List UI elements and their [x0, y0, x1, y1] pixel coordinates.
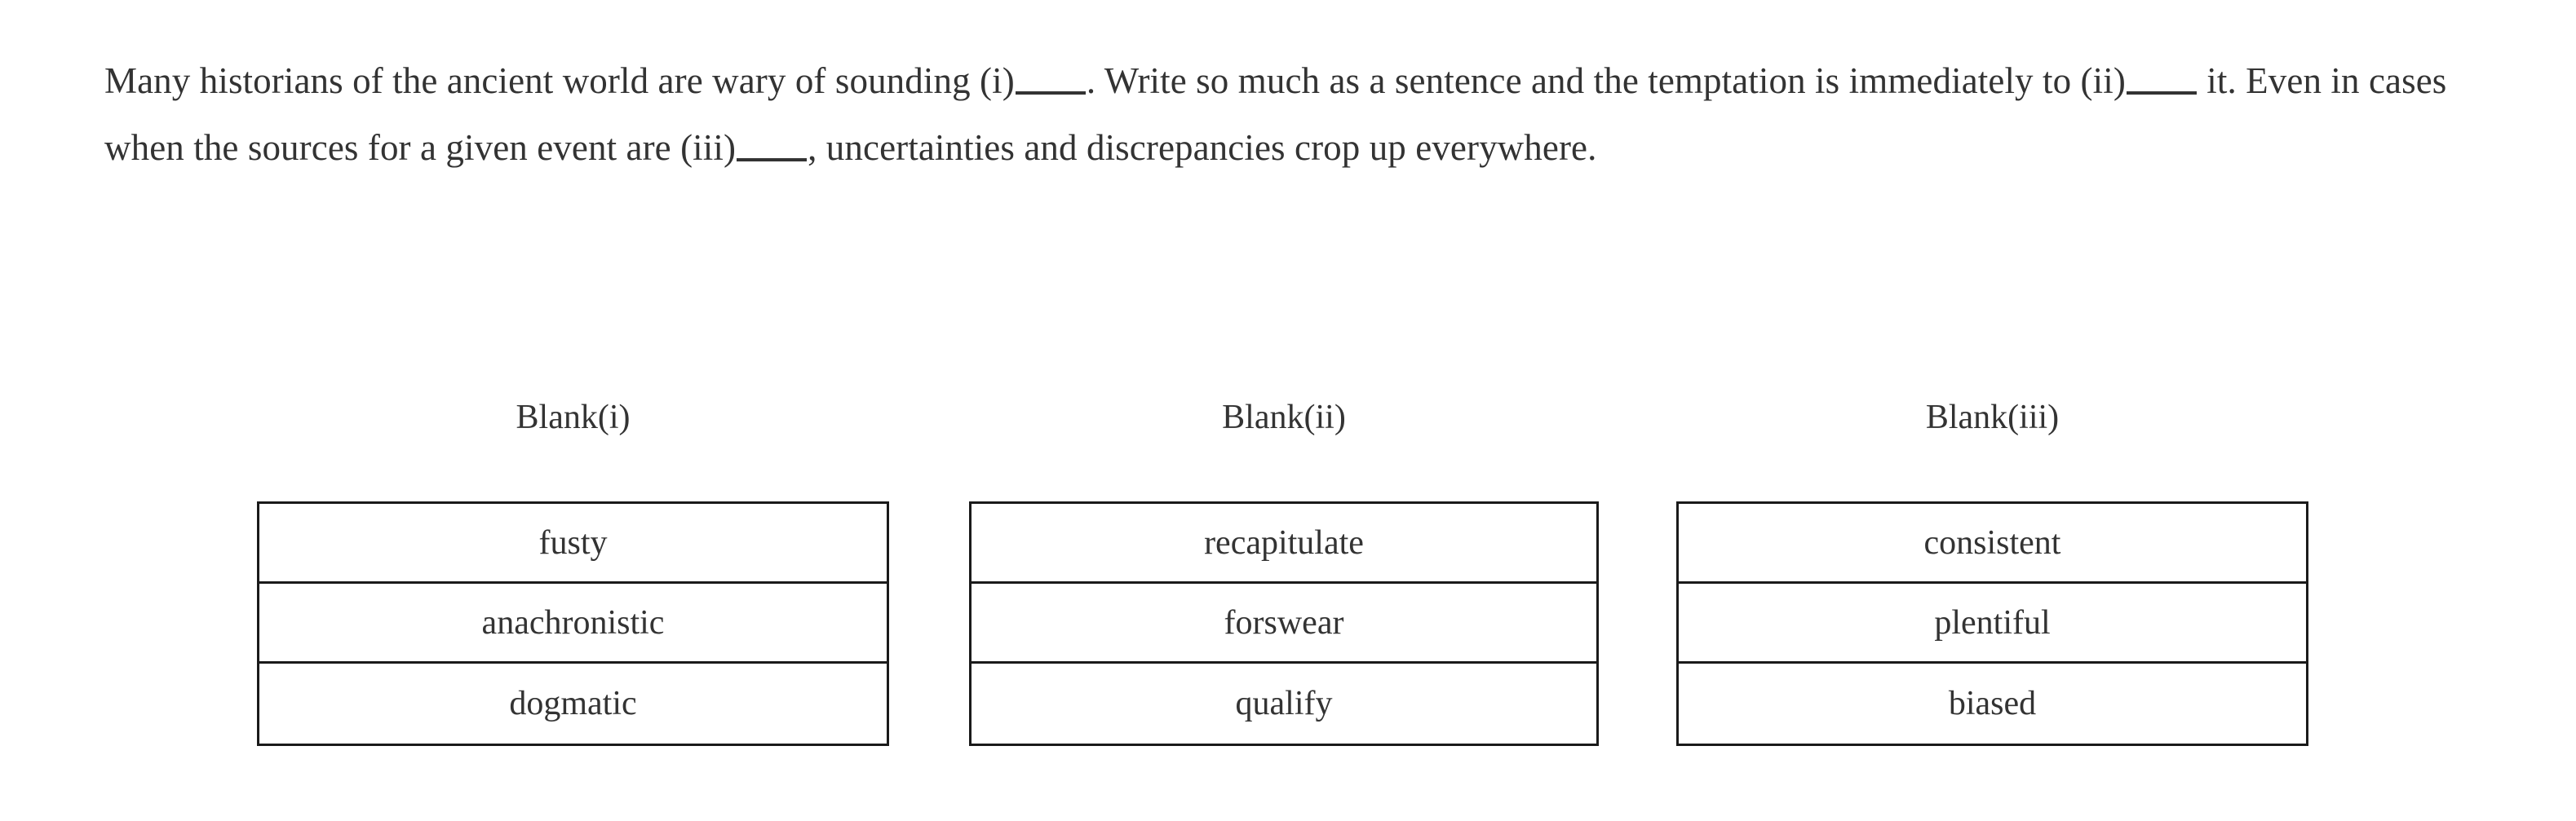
passage-segment-text-1: Many historians of the ancient world are…	[104, 60, 1015, 101]
choice-row[interactable]: qualify	[972, 664, 1596, 744]
column-header-blank-ii: Blank(ii)	[1222, 399, 1346, 436]
choice-label: consistent	[1923, 523, 2061, 562]
choice-label: forswear	[1224, 603, 1344, 642]
choice-row[interactable]: dogmatic	[259, 664, 887, 744]
choice-label: plentiful	[1934, 603, 2051, 642]
choice-row[interactable]: plentiful	[1679, 584, 2306, 664]
choice-box-blank-iii: consistent plentiful biased	[1676, 501, 2308, 746]
choice-row[interactable]: recapitulate	[972, 504, 1596, 584]
column-header-blank-iii: Blank(iii)	[1925, 399, 2060, 436]
choice-label: qualify	[1235, 685, 1333, 722]
choice-box-blank-ii: recapitulate forswear qualify	[969, 501, 1599, 746]
choice-label: anachronistic	[481, 603, 665, 642]
choice-label: biased	[1948, 685, 2037, 722]
choice-label: fusty	[538, 523, 608, 562]
choice-row[interactable]: consistent	[1679, 504, 2306, 584]
choice-label: dogmatic	[509, 685, 637, 722]
choice-row[interactable]: forswear	[972, 584, 1596, 664]
choice-box-blank-i: fusty anachronistic dogmatic	[257, 501, 889, 746]
choice-row[interactable]: fusty	[259, 504, 887, 584]
blank-i-rule	[1015, 91, 1086, 95]
passage-segment-text-3: it. Even in cases when the sources for a…	[104, 60, 2447, 168]
column-header-blank-i: Blank(i)	[516, 399, 631, 436]
blank-ii-rule	[2126, 91, 2197, 95]
choice-label: recapitulate	[1204, 523, 1364, 562]
blank-iii-rule	[737, 158, 808, 161]
choice-row[interactable]: biased	[1679, 664, 2306, 744]
choice-row[interactable]: anachronistic	[259, 584, 887, 664]
question-passage: Many historians of the ancient world are…	[104, 47, 2486, 181]
passage-segment-text-2: . Write so much as a sentence and the te…	[1086, 60, 2126, 101]
passage-segment-text-4: , uncertainties and discrepancies crop u…	[808, 127, 1597, 168]
